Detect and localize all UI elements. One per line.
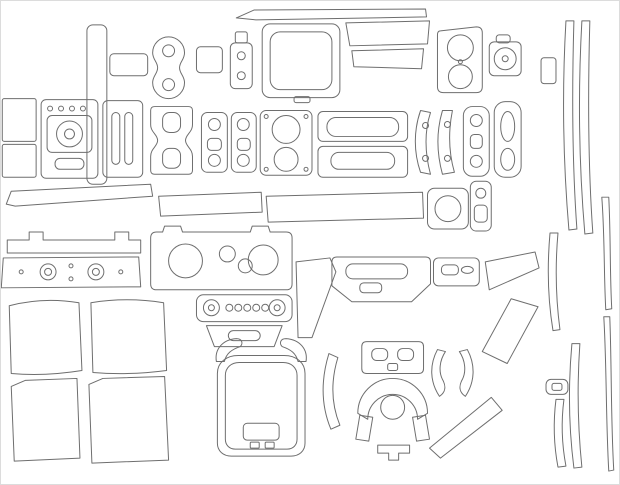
comma-b <box>458 349 474 397</box>
right-strip-a <box>553 398 567 468</box>
hourglass-bracket <box>150 106 193 175</box>
crescent-b <box>437 110 455 175</box>
twin-circles-panel <box>259 110 313 176</box>
strip-wide <box>265 191 425 223</box>
edge-strip-lower <box>603 316 615 472</box>
cluster-bezel <box>150 225 293 291</box>
heater-lower-panel <box>205 325 283 348</box>
console-sliver <box>295 257 337 339</box>
vent-cube <box>488 34 522 77</box>
notched-column <box>229 31 253 90</box>
small-clip <box>545 378 569 395</box>
pocket-bottom <box>317 145 409 178</box>
switch-panel-b <box>230 112 257 173</box>
bone-piece <box>152 36 186 100</box>
angled-panel-right <box>484 251 540 291</box>
glovebox-panel <box>331 256 431 303</box>
switch-panel-a <box>200 112 228 173</box>
long-sliver <box>5 183 154 207</box>
pillar-strip-b <box>578 20 594 235</box>
horn-left <box>215 338 243 363</box>
speaker-panel <box>436 26 483 94</box>
comma-a <box>431 349 446 397</box>
strip-mid <box>158 191 263 217</box>
blank-switch-panel <box>432 257 480 287</box>
pillar-quad <box>481 298 539 364</box>
crescent-a <box>414 110 431 175</box>
gauge-strip <box>1 256 142 289</box>
vent-slots-panel <box>102 100 144 178</box>
oval-slots-piece <box>493 101 522 178</box>
sill-strip <box>429 396 503 459</box>
clock-panel <box>427 187 469 230</box>
edge-strip-upper <box>601 196 613 311</box>
small-block <box>540 57 557 85</box>
door-upper-b <box>90 299 168 375</box>
small-panel <box>195 46 223 74</box>
column-bracket <box>377 444 411 461</box>
column-top-box <box>361 341 425 374</box>
right-mid-strip <box>547 232 561 332</box>
right-strip-b <box>568 343 583 469</box>
upper-trapezoid <box>345 20 431 47</box>
door-upper-a <box>8 299 83 375</box>
pocket-top <box>317 111 409 142</box>
console-lid <box>216 355 306 457</box>
tabbed-strip <box>6 231 142 254</box>
connector-bar <box>109 53 149 77</box>
tall-strip <box>86 24 108 185</box>
center-crescent <box>322 353 341 430</box>
door-lower-a <box>10 377 81 462</box>
horn-right <box>279 338 307 363</box>
holes-strip <box>462 106 490 177</box>
column-ring <box>355 378 431 442</box>
top-sliver <box>235 8 428 21</box>
pillar-strip-a <box>563 20 578 231</box>
lower-trapezoid <box>351 48 425 70</box>
heater-panel <box>195 294 293 323</box>
lock-switch <box>469 180 492 232</box>
radio-panel <box>40 99 99 179</box>
screen-bezel <box>261 23 341 104</box>
edge-panel-lower <box>1 143 37 178</box>
door-lower-b <box>88 375 170 464</box>
edge-panel-upper <box>1 98 37 142</box>
